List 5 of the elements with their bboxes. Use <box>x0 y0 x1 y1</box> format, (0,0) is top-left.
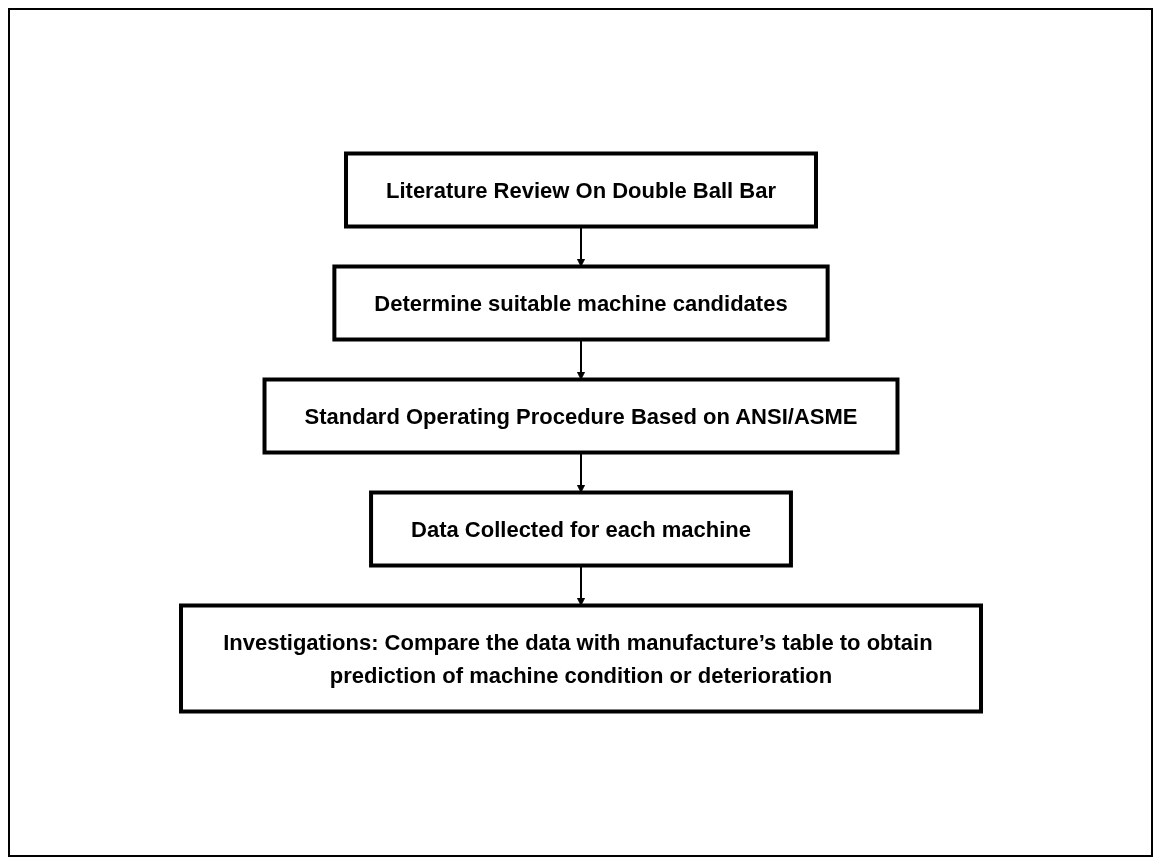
node-box: Data Collected for each machine <box>368 490 793 568</box>
node-box: Literature Review On Double Ball Bar <box>343 151 818 229</box>
node-box: Determine suitable machine candidates <box>331 264 830 342</box>
node-box: Standard Operating Procedure Based on ANSI/ASME <box>262 377 899 455</box>
node-box: Investigations: Compare the data with manufacture’s table to obtain prediction of machine condition or deterioration <box>178 603 983 714</box>
